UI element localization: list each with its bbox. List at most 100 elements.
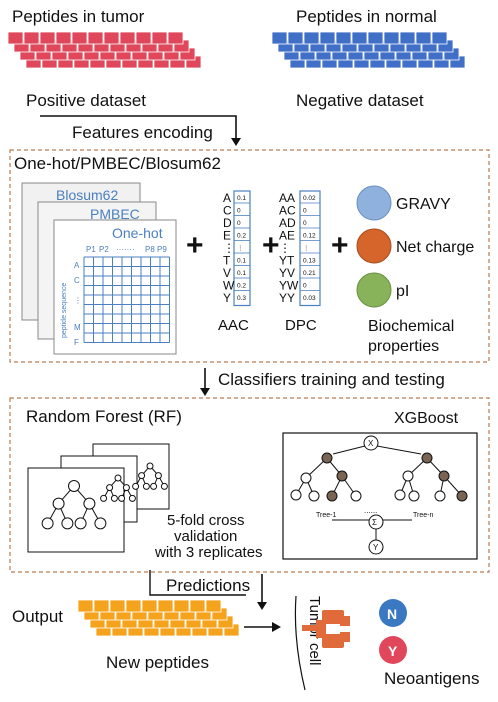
peptide-block <box>119 31 136 45</box>
row-label-m: M <box>74 323 81 332</box>
tree-node <box>132 482 140 490</box>
encoding-title: One-hot/PMBEC/Blosum62 <box>14 154 221 173</box>
peptide-block <box>39 31 56 45</box>
row-label-c: C <box>74 276 80 285</box>
peptide-block <box>7 31 24 45</box>
xgb-node <box>408 490 420 502</box>
negative-dataset-label: Negative dataset <box>296 91 424 110</box>
dpc-value: 0.21 <box>303 270 316 277</box>
peptide-block <box>189 599 206 613</box>
classifiers-label: Classifiers training and testing <box>218 370 445 389</box>
aac-value: 0.2 <box>237 233 246 240</box>
predictions-label: Predictions <box>166 576 250 595</box>
rf-title: Random Forest (RF) <box>26 407 182 426</box>
dpc-letter: YT <box>279 254 295 268</box>
plus-icon-1: + <box>186 229 204 262</box>
neoantigen-y-label: Y <box>388 643 398 659</box>
xgb-node <box>438 470 450 482</box>
arrow-head-icon <box>272 622 281 632</box>
new-peptides-stack <box>77 599 240 637</box>
neoantigen-y-circle <box>379 636 407 664</box>
onehot-card <box>53 219 177 355</box>
aac-letter: W <box>223 279 235 293</box>
xgb-node <box>300 472 312 484</box>
features-encoding-label: Features encoding <box>72 123 213 142</box>
xgb-root-node <box>363 435 379 451</box>
xgb-output-node <box>368 539 384 555</box>
neoantigen-n-label: N <box>387 606 397 622</box>
new-peptides-label: New peptides <box>106 653 209 672</box>
xgb-node <box>421 452 433 464</box>
peptide-block <box>141 599 158 613</box>
dpc-letter: ⋮ <box>279 241 291 255</box>
dpc-letter: AE <box>279 229 295 243</box>
tree-node <box>110 494 118 502</box>
peptide-block <box>351 31 368 45</box>
xgb-title: XGBoost <box>394 410 459 427</box>
peptide-block <box>383 31 400 45</box>
tree-node <box>154 472 162 480</box>
row-label-f: F <box>74 338 79 347</box>
onehot-label: One-hot <box>112 225 163 241</box>
cell-membrane <box>294 595 306 691</box>
peptide-block <box>287 31 304 45</box>
xgb-node <box>290 489 302 501</box>
tumor-peptide-stack <box>7 31 202 69</box>
tree-node <box>106 484 114 492</box>
dpc-letter: AD <box>279 216 296 230</box>
encoding-panel <box>9 149 490 363</box>
row-label-vdots: ⋮ <box>74 296 82 305</box>
pi-circle <box>356 272 392 308</box>
aac-value: ⋮ <box>237 245 244 252</box>
tumor-label: Peptides in tumor <box>12 7 145 26</box>
arrow-head-icon <box>200 388 210 396</box>
peptide-block <box>335 31 352 45</box>
peptide-block <box>271 31 288 45</box>
xgb-node <box>308 490 320 502</box>
tree-node <box>68 480 80 492</box>
xgb-output-label: Y <box>373 543 379 552</box>
net-charge-circle <box>356 228 392 264</box>
peptide-block <box>103 31 120 45</box>
plus-icon-2: + <box>262 229 280 262</box>
treen-label: Tree-n <box>413 512 433 519</box>
tree1-label: Tree-1 <box>316 512 336 519</box>
aac-value: 0.3 <box>237 295 246 302</box>
dpc-value: 0.13 <box>303 258 316 265</box>
xgb-sum-label: Σ <box>372 518 377 527</box>
tree-node <box>74 517 87 530</box>
peptide-block <box>151 31 168 45</box>
xgb-node <box>394 489 406 501</box>
peptide-block <box>167 31 184 45</box>
cv-line3: with 3 replicates <box>154 544 263 561</box>
tree-node <box>150 482 158 490</box>
aac-value: 0.1 <box>237 195 246 202</box>
xgb-dots: ...... <box>364 506 377 515</box>
normal-label: Peptides in normal <box>296 7 437 26</box>
tree-node <box>83 497 96 510</box>
cv-line1: 5-fold cross <box>167 512 245 529</box>
xgb-node <box>336 470 348 482</box>
aac-letter: C <box>223 204 232 218</box>
tree-node <box>122 484 130 492</box>
peptide-block <box>303 31 320 45</box>
tree-node <box>100 494 108 502</box>
tree-node <box>41 517 54 530</box>
xgb-trees: XΣY <box>290 435 468 555</box>
aac-value: 0 <box>237 220 241 227</box>
gravy-circle <box>356 185 392 221</box>
output-label: Output <box>12 607 63 626</box>
col-header-p2: P2 <box>99 245 109 254</box>
dpc-value: 0 <box>303 208 307 215</box>
plus-icon-3: + <box>331 229 349 262</box>
tree-node <box>118 494 126 502</box>
tree-node <box>142 482 150 490</box>
aac-letter: T <box>223 254 231 268</box>
aac-letter: A <box>223 191 231 205</box>
xgb-node <box>321 452 333 464</box>
aac-letter: ⋮ <box>223 241 235 255</box>
peptide-block <box>87 31 104 45</box>
